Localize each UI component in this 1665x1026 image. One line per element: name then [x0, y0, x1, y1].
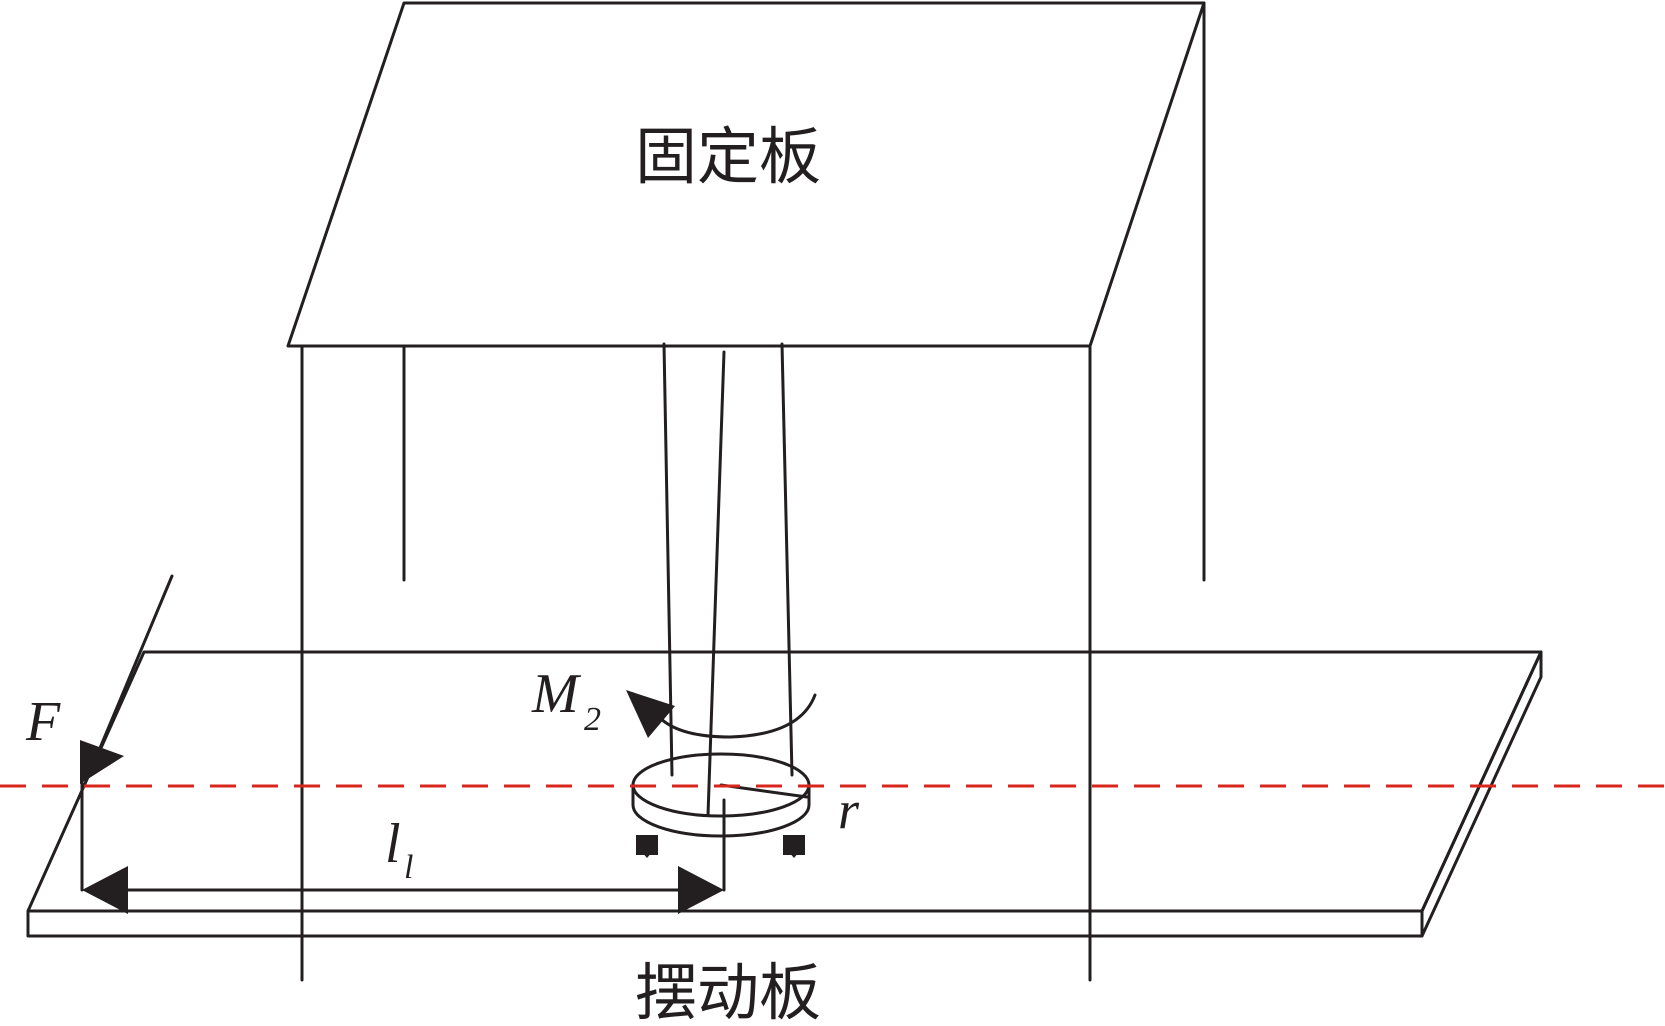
moment-indicator: M 2 — [531, 663, 817, 739]
length-dimension: l l — [80, 778, 726, 914]
dimension-arrow-left-icon — [82, 866, 128, 914]
moment-arrow-icon — [626, 690, 675, 738]
swing-plate-label: 摆动板 — [635, 956, 821, 1026]
wire-center — [706, 350, 726, 817]
moment-label: M — [531, 663, 582, 725]
suspension-wires — [662, 342, 794, 817]
swing-plate-side-edge — [1420, 650, 1543, 938]
length-subscript: l — [404, 849, 413, 886]
disc-side — [631, 783, 811, 838]
support-frame — [300, 1, 1206, 982]
disc-foot-right-tip — [783, 845, 805, 858]
swing-plate-front-edge — [26, 909, 1424, 938]
disc-foot-left-tip — [636, 845, 658, 858]
length-label: l — [385, 813, 401, 875]
swing-plate-top-face — [26, 650, 1543, 913]
radius-label: r — [838, 780, 860, 840]
fixed-plate-label: 固定板 — [635, 120, 821, 193]
moment-subscript: 2 — [584, 701, 601, 738]
fixed-plate: 固定板 — [286, 1, 1206, 348]
force-line — [93, 574, 174, 762]
swing-plate: 摆动板 — [26, 650, 1543, 1026]
dimension-arrow-right-icon — [678, 866, 724, 914]
moment-arc — [658, 693, 817, 739]
force-label: F — [25, 691, 61, 753]
force-indicator: F — [25, 574, 174, 784]
rotating-disc: r — [631, 752, 860, 858]
wire-left — [662, 342, 674, 777]
force-arrow-icon — [80, 740, 124, 784]
wire-right — [780, 342, 794, 777]
